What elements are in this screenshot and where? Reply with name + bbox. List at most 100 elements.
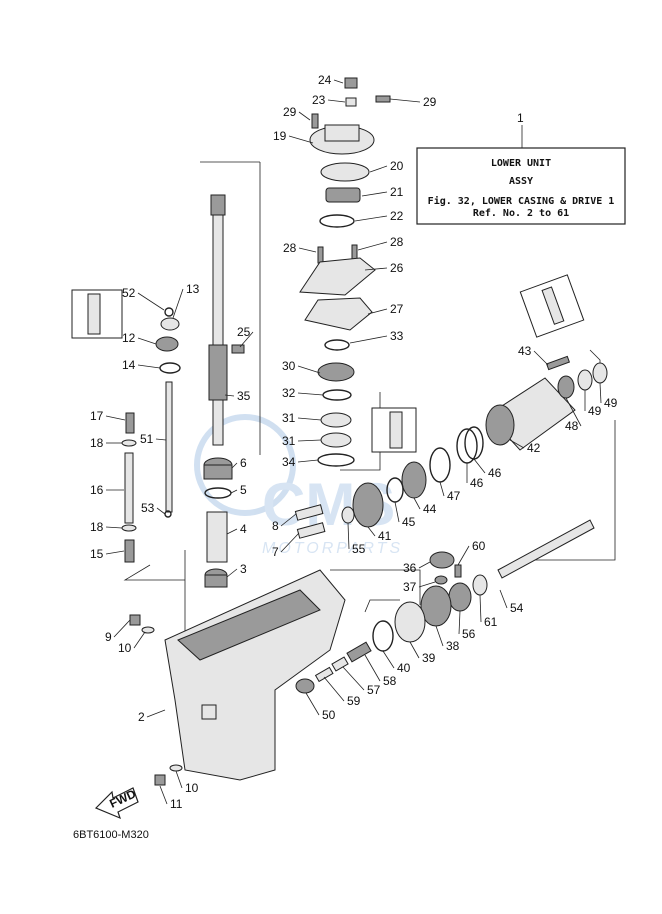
callout-leader-line	[333, 79, 344, 84]
callout-number: 46	[488, 466, 502, 480]
callout-leader-line	[479, 594, 482, 623]
callout-leader-line	[239, 331, 254, 348]
forward-gear-38	[420, 585, 452, 627]
callout-leader-line	[297, 392, 324, 396]
callout-number: 16	[90, 483, 104, 497]
callout-leader-line	[230, 489, 238, 494]
callout-5: 5	[230, 483, 247, 497]
callout-leader-line	[133, 631, 146, 649]
callout-leader-line	[457, 545, 470, 566]
oil-seal-33	[324, 339, 350, 351]
callout-41: 41	[367, 526, 392, 543]
callout-number: 37	[403, 580, 417, 594]
callout-leader-line	[409, 641, 420, 659]
callout-number: 43	[518, 344, 532, 358]
callout-number: 60	[472, 539, 486, 553]
grommet-24	[344, 77, 358, 89]
callout-18a: 18	[90, 436, 122, 450]
callout-34: 34	[282, 455, 319, 469]
callout-number: 3	[240, 562, 247, 576]
callout-number: 34	[282, 455, 296, 469]
o-ring-32	[322, 389, 352, 401]
callout-number: 42	[527, 441, 541, 455]
callout-number: 26	[390, 261, 404, 275]
callout-leader-line	[113, 619, 131, 638]
callout-51: 51	[140, 432, 167, 446]
callout-33: 33	[349, 329, 404, 344]
callout-12: 12	[122, 331, 157, 345]
callout-52: 52	[122, 286, 165, 311]
callout-leader-line	[137, 364, 161, 369]
callout-leader-line	[297, 417, 322, 421]
plunger-57	[331, 656, 349, 672]
callout-49b: 49	[599, 382, 618, 410]
callout-leader-line	[105, 415, 126, 421]
callout-59: 59	[323, 676, 361, 708]
callout-leader-line	[357, 241, 388, 251]
callout-leader-line	[418, 581, 436, 588]
drive-shaft-spline	[210, 194, 226, 216]
pin-60	[454, 564, 462, 578]
callout-3: 3	[226, 562, 247, 578]
callout-number: 49	[588, 404, 602, 418]
info-box-subtitle: ASSY	[509, 176, 533, 187]
callout-leader-line	[297, 365, 321, 374]
cross-pin-59	[314, 666, 334, 683]
callout-31b: 31	[282, 434, 322, 448]
callout-number: 45	[402, 515, 416, 529]
callout-number: 40	[397, 661, 411, 675]
taper-roller-bearing-39	[394, 601, 426, 643]
callout-number: 11	[170, 797, 183, 811]
callout-leader-line	[367, 308, 388, 315]
callout-28a: 28	[283, 241, 317, 255]
callout-number: 8	[272, 519, 279, 533]
pump-gasket-27	[304, 297, 373, 331]
needle-bearing-48	[557, 375, 575, 399]
callout-number: 15	[90, 547, 104, 561]
bolt-29-right	[375, 95, 391, 103]
spring-58	[346, 641, 372, 663]
callout-leader-line	[364, 654, 381, 682]
callout-15: 15	[90, 547, 125, 561]
callout-leader-line	[231, 462, 238, 469]
callout-49a: 49	[584, 390, 602, 418]
callout-29b: 29	[389, 95, 437, 109]
callout-29a: 29	[283, 105, 311, 121]
callout-number: 46	[470, 476, 484, 490]
magnet-8	[294, 504, 324, 521]
washer-10-lower	[169, 764, 183, 772]
thrust-washer-55	[341, 506, 355, 524]
callout-26: 26	[364, 261, 404, 275]
callout-37: 37	[403, 580, 436, 594]
callout-56: 56	[458, 610, 476, 641]
callout-17: 17	[90, 409, 126, 423]
grommet-18-lower	[121, 524, 137, 532]
callout-leader-line	[394, 501, 400, 523]
dowel-pin-28-left	[317, 246, 324, 264]
oil-seal-49-b	[592, 362, 608, 384]
callout-number: 21	[390, 185, 404, 199]
callout-number: 22	[390, 209, 404, 223]
callout-number: 4	[240, 522, 247, 536]
callout-9: 9	[105, 619, 131, 644]
grommet-18-upper	[121, 439, 137, 447]
o-ring-22	[319, 214, 355, 228]
callout-leader-line	[137, 337, 157, 345]
shift-cam-50	[295, 678, 315, 694]
callout-leader-line	[159, 785, 168, 805]
callout-leader-line	[280, 532, 300, 553]
fwd-arrow: FWD	[94, 786, 139, 820]
drive-shaft-35	[212, 194, 224, 446]
reverse-gear-41	[352, 482, 384, 528]
dog-clutch-56	[448, 582, 472, 612]
callout-leader-line	[224, 394, 235, 397]
callout-number: 10	[185, 781, 199, 795]
callout-25: 25	[237, 325, 254, 348]
callout-number: 33	[390, 329, 404, 343]
callout-leader-line	[599, 382, 602, 404]
insert-cartridge-20	[320, 162, 370, 182]
callout-28b: 28	[357, 235, 404, 251]
